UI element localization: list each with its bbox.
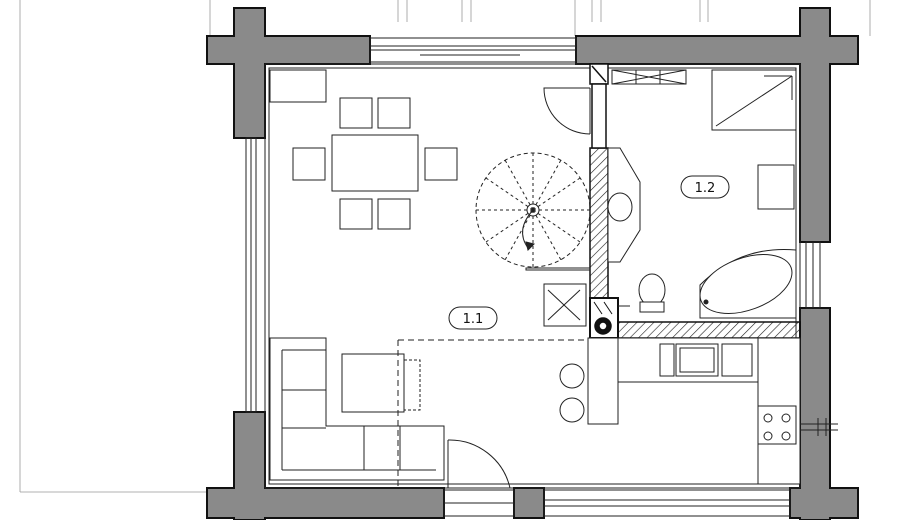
living-furniture bbox=[269, 283, 590, 488]
chair bbox=[424, 147, 458, 181]
doors bbox=[447, 87, 591, 489]
spiral-staircase bbox=[475, 152, 591, 271]
shower-tray bbox=[711, 69, 797, 131]
dining-table-set bbox=[269, 69, 458, 230]
kitchen-bar bbox=[587, 337, 619, 425]
partition-walls bbox=[589, 63, 801, 339]
sideboard bbox=[269, 69, 327, 103]
exterior-walls bbox=[206, 7, 859, 520]
partition-vertical bbox=[589, 147, 609, 299]
room-tag-living: 1.1 bbox=[448, 306, 498, 330]
dining-table bbox=[331, 134, 419, 192]
cabinet bbox=[757, 164, 795, 210]
chair bbox=[339, 97, 373, 129]
bathroom-fixtures bbox=[607, 69, 797, 319]
bathtub bbox=[699, 248, 797, 319]
coffee-table bbox=[341, 353, 405, 413]
room-number: 1.2 bbox=[695, 181, 716, 196]
context-lines bbox=[19, 0, 871, 493]
chair bbox=[292, 147, 326, 181]
partition-horizontal bbox=[613, 321, 801, 339]
chair bbox=[339, 198, 373, 230]
bar-stool bbox=[559, 397, 585, 423]
bar-stool bbox=[559, 363, 585, 389]
cooktop bbox=[757, 405, 797, 445]
chair bbox=[377, 97, 411, 129]
windows bbox=[245, 37, 821, 517]
wall-bottom-pier bbox=[513, 487, 545, 519]
toilet bbox=[638, 273, 666, 307]
room-number: 1.1 bbox=[463, 312, 484, 327]
chair bbox=[377, 198, 411, 230]
room-tag-bath: 1.2 bbox=[680, 175, 730, 199]
vent-exits bbox=[618, 305, 838, 436]
kitchen bbox=[559, 337, 801, 485]
